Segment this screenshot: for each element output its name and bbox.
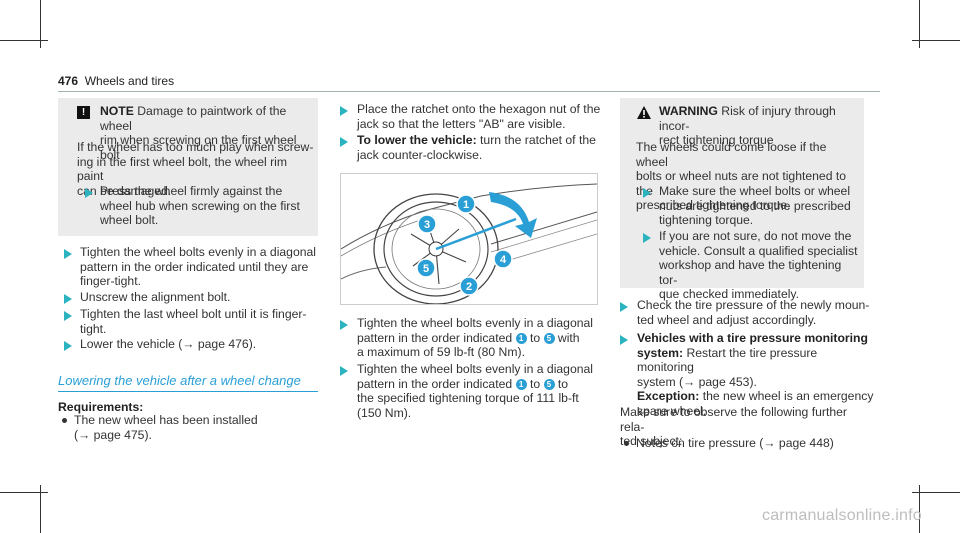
tire-pressure-link[interactable]: Notes on tire pressure (→ page 448) bbox=[636, 436, 834, 450]
section-heading: Lowering the vehicle after a wheel chang… bbox=[58, 373, 301, 388]
crop-mark bbox=[40, 0, 41, 48]
page-header: 476 Wheels and tires bbox=[58, 74, 174, 88]
crop-mark bbox=[919, 0, 920, 48]
note-icon: ! bbox=[77, 106, 90, 119]
col2-step-3: Tighten the wheel bolts evenly in a diag… bbox=[357, 316, 594, 360]
step-arrow-icon bbox=[64, 294, 72, 304]
step-arrow-icon bbox=[340, 106, 348, 116]
col1-step-4: Lower the vehicle (→ page 476). bbox=[80, 337, 257, 351]
step-arrow-icon bbox=[643, 188, 651, 198]
col2-step-2: To lower the vehicle: turn the ratchet o… bbox=[357, 133, 596, 162]
bullet-icon bbox=[624, 441, 629, 446]
step-arrow-icon bbox=[85, 188, 93, 198]
callout-2: 2 bbox=[466, 281, 472, 293]
col3-step-1: Check the tire pressure of the newly mou… bbox=[637, 298, 870, 327]
callout-3: 3 bbox=[424, 219, 430, 231]
wheel-figure: 1 2 3 4 5 bbox=[340, 173, 598, 305]
col1-step-1: Tighten the wheel bolts evenly in a diag… bbox=[80, 245, 317, 289]
wheel-illustration: 1 2 3 4 5 bbox=[340, 183, 598, 305]
bullet-icon bbox=[62, 418, 67, 423]
warning-title: WARNING Risk of injury through incor- re… bbox=[659, 104, 836, 148]
callout-5: 5 bbox=[423, 263, 429, 275]
warning-label: WARNING bbox=[659, 104, 718, 118]
col3-step-2: Vehicles with a tire pressure monitoring… bbox=[637, 331, 874, 418]
header-rule bbox=[58, 91, 880, 92]
crop-mark bbox=[0, 492, 48, 493]
note-label: NOTE bbox=[100, 104, 134, 118]
note-body: If the wheel has too much play when scre… bbox=[77, 140, 314, 198]
note-box bbox=[58, 98, 318, 236]
col2-step-1: Place the ratchet onto the hexagon nut o… bbox=[357, 102, 601, 131]
callout-4: 4 bbox=[500, 254, 507, 266]
watermark: carmanualsonline.info bbox=[762, 507, 922, 524]
warning-step-2: If you are not sure, do not move the veh… bbox=[659, 229, 858, 302]
note-step: Press the wheel firmly against the wheel… bbox=[100, 184, 300, 228]
step-arrow-icon bbox=[643, 233, 651, 243]
warning-step-1: Make sure the wheel bolts or wheel nuts … bbox=[659, 184, 851, 228]
crop-mark bbox=[912, 492, 960, 493]
requirements-label: Requirements: bbox=[58, 400, 144, 414]
badge-1: 1 bbox=[515, 332, 527, 344]
section-title: Wheels and tires bbox=[84, 74, 175, 88]
warning-box bbox=[620, 98, 864, 288]
badge-5: 5 bbox=[543, 378, 555, 390]
step-arrow-icon bbox=[340, 366, 348, 376]
section-rule bbox=[58, 391, 318, 392]
crop-mark bbox=[0, 40, 48, 41]
note-title: NOTE Damage to paintwork of the wheel ri… bbox=[100, 104, 297, 162]
crop-mark bbox=[40, 485, 41, 533]
crop-mark bbox=[919, 485, 920, 533]
step-arrow-icon bbox=[340, 320, 348, 330]
crop-mark bbox=[912, 40, 960, 41]
col1-step-2: Unscrew the alignment bolt. bbox=[80, 290, 231, 304]
step-arrow-icon bbox=[64, 249, 72, 259]
step-arrow-icon bbox=[64, 341, 72, 351]
col2-step-4: Tighten the wheel bolts evenly in a diag… bbox=[357, 362, 594, 420]
further-subject: Make sure to observe the following furth… bbox=[620, 405, 847, 449]
warning-icon bbox=[637, 106, 651, 119]
step-arrow-icon bbox=[620, 335, 628, 345]
step-arrow-icon bbox=[64, 311, 72, 321]
badge-1: 1 bbox=[515, 378, 527, 390]
step-arrow-icon bbox=[620, 302, 628, 312]
col1-step-3: Tighten the last wheel bolt until it is … bbox=[80, 307, 307, 336]
badge-5: 5 bbox=[543, 332, 555, 344]
requirement-item: The new wheel has been installed (→ page… bbox=[74, 413, 258, 442]
step-arrow-icon bbox=[340, 137, 348, 147]
page-number: 476 bbox=[58, 74, 79, 88]
callout-1: 1 bbox=[463, 199, 469, 211]
